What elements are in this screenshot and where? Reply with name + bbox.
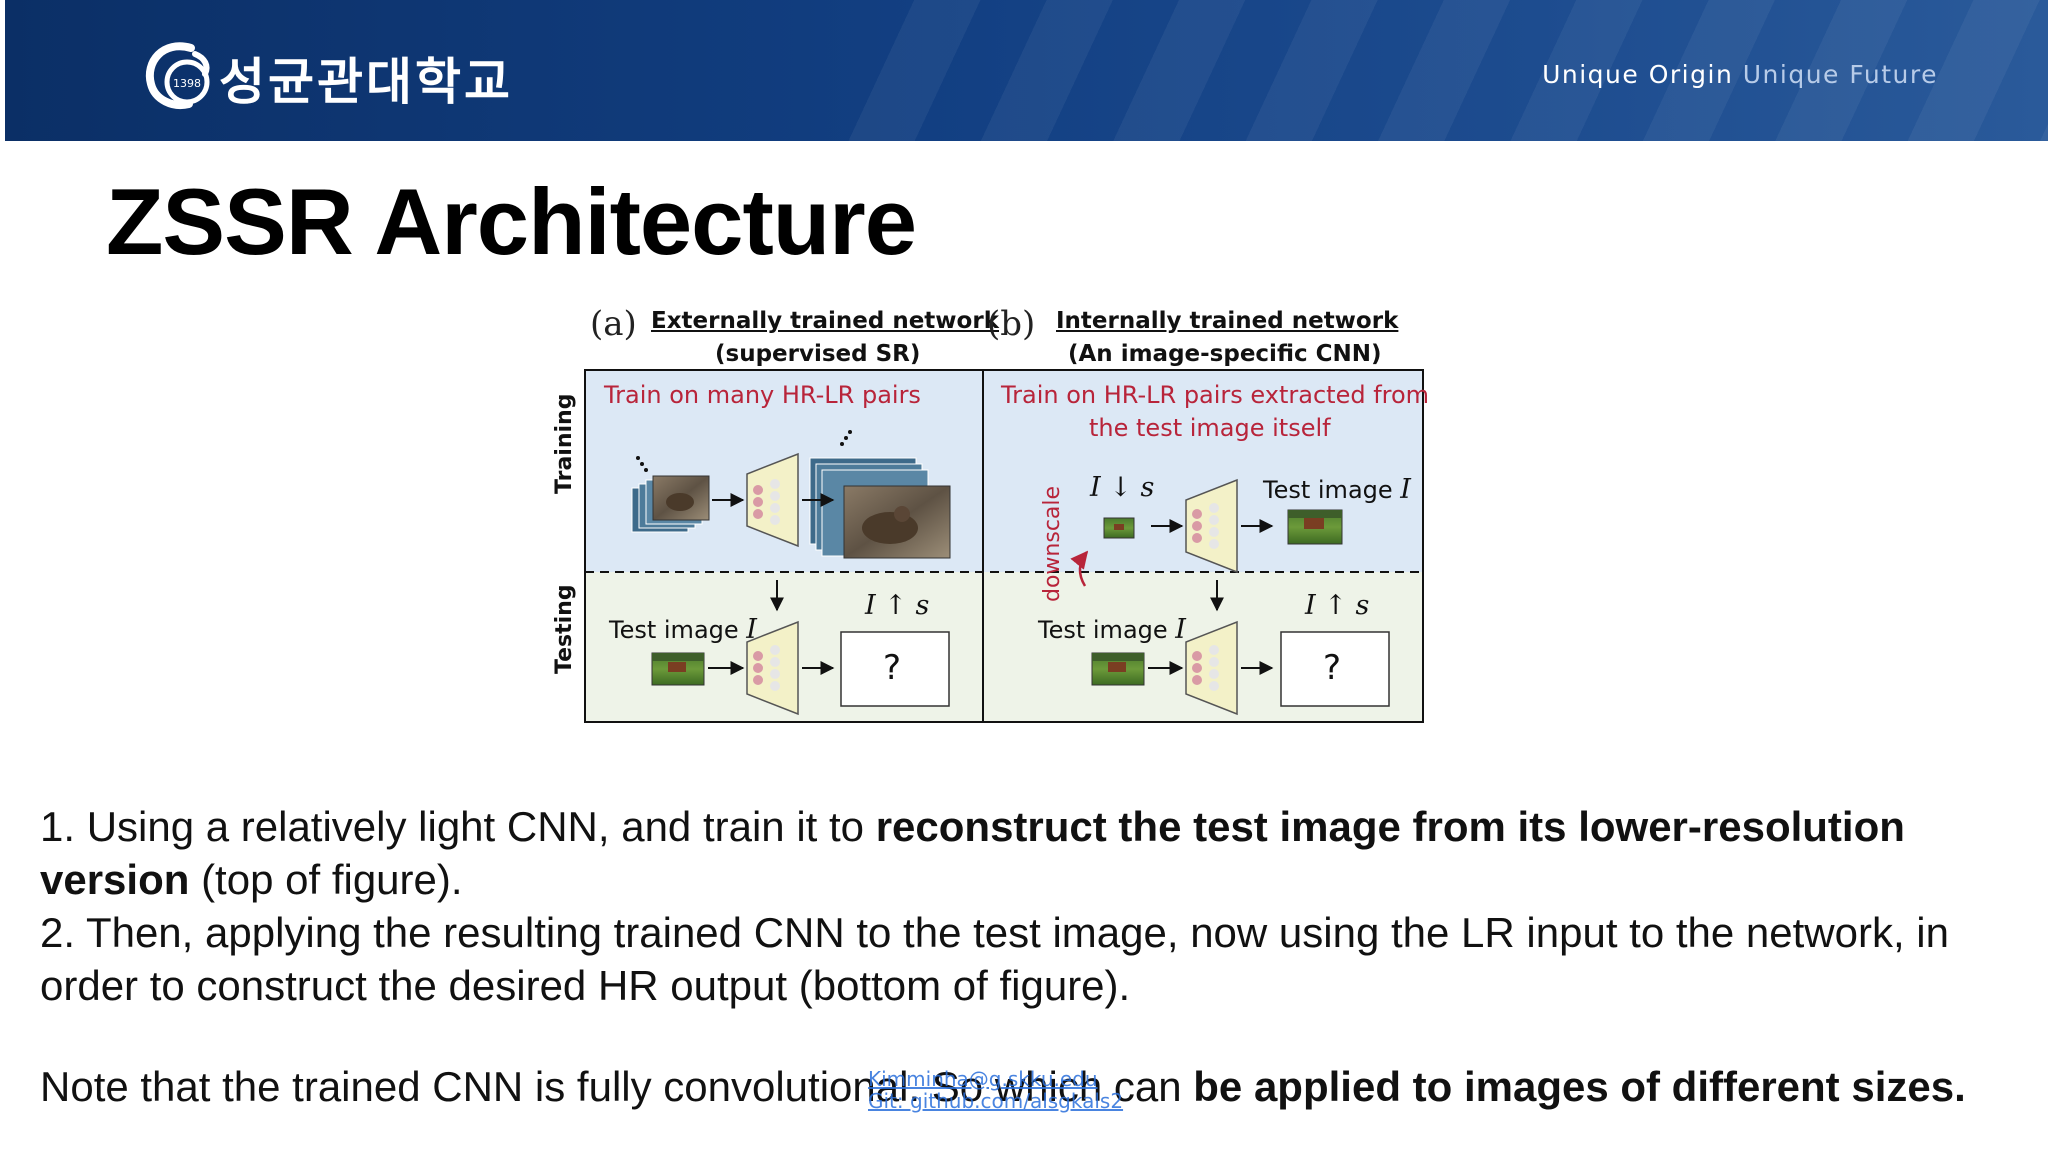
testing-row-label: Testing — [552, 584, 577, 674]
lr-image-stack — [631, 456, 710, 533]
note: Note that the trained CNN is fully convo… — [40, 1060, 2030, 1113]
network-a-test — [746, 620, 799, 716]
panel-b-output-placeholder: ? — [1323, 648, 1342, 688]
panel-a-train-caption: Train on many HR-LR pairs — [604, 381, 921, 409]
panel-b-train-test-var: I — [1400, 474, 1411, 505]
panel-b-subtitle: (An image-specific CNN) — [1068, 341, 1382, 367]
test-image-b-train — [1287, 509, 1343, 545]
panel-b-letter: (b) — [987, 304, 1036, 344]
panel-a-subtitle: (supervised SR) — [715, 341, 921, 367]
contact-git-link[interactable]: Git: github.com/alsgkals2 — [868, 1089, 1124, 1113]
panel-b-lr-label: I ↓ s — [1090, 472, 1155, 503]
point-2: 2. Then, applying the resulting trained … — [40, 909, 1949, 1009]
test-image-a — [651, 652, 705, 686]
panel-b-test-text: Test image — [1038, 616, 1168, 644]
test-image-b — [1091, 652, 1145, 686]
downscale-arrow — [1070, 550, 1089, 587]
output-box-a — [840, 631, 950, 707]
panel-b-test-var: I — [1175, 614, 1186, 645]
panel-b-output-label: I ↑ s — [1305, 590, 1370, 621]
panel-b-train-test-label: Test image I — [1263, 474, 1411, 505]
panel-b-title: Internally trained network — [1056, 308, 1399, 334]
training-row-bg — [585, 370, 1423, 572]
point-1-end: (top of figure). — [189, 856, 463, 903]
university-seal-icon: 1398 — [145, 42, 210, 109]
point-1: 1. Using a relatively light CNN, and tra… — [40, 800, 2030, 906]
slogan: Unique Origin Unique Future — [1542, 60, 1938, 89]
panel-a-test-var: I — [746, 614, 757, 645]
slogan-part1: Unique Origin — [1542, 60, 1734, 89]
note-text: Note that the trained CNN is fully convo… — [40, 1063, 1194, 1110]
lr-image-b — [1103, 517, 1135, 539]
training-row-label: Training — [552, 393, 577, 494]
panel-a-letter: (a) — [590, 304, 637, 344]
point-1-text: 1. Using a relatively light CNN, and tra… — [40, 803, 876, 850]
contact-email-link[interactable]: Kimminha@g.skku.edu — [868, 1067, 1098, 1091]
panel-a-output-placeholder: ? — [883, 648, 902, 688]
seal-year: 1398 — [173, 77, 201, 90]
university-name: 성균관대학교 — [219, 53, 513, 111]
network-b-test — [1185, 620, 1238, 716]
figure-graphics — [584, 369, 1424, 723]
network-a-train — [746, 452, 799, 548]
contact-overlay: Kimminha@g.skku.edu Git: github.com/alsg… — [868, 1068, 1123, 1112]
slide-title: ZSSR Architecture — [106, 169, 917, 274]
panel-a-output-label: I ↑ s — [865, 590, 930, 621]
panel-a-test-label: Test image I — [609, 614, 757, 645]
header-banner: 1398 성균관대학교 Unique Origin Unique Future — [5, 0, 2048, 141]
panel-b-train-caption-1: Train on HR-LR pairs extracted from — [1001, 381, 1430, 409]
point-1-bold: reconstruct the test image from its lowe… — [40, 803, 1905, 903]
panel-a-title: Externally trained network — [651, 308, 999, 334]
panel-b-train-caption-2: the test image itself — [1089, 414, 1331, 442]
panel-b-test-label: Test image I — [1038, 614, 1186, 645]
zssr-figure: (a) Externally trained network (supervis… — [540, 296, 1440, 732]
header-decoration — [848, 0, 2048, 141]
downscale-label: downscale — [1040, 485, 1065, 602]
output-box-b — [1280, 631, 1390, 707]
note-bold: be applied to images of different sizes. — [1193, 1063, 1966, 1110]
panel-a-test-text: Test image — [609, 616, 739, 644]
network-b-train — [1185, 478, 1238, 574]
slogan-part2: Unique Future — [1742, 60, 1938, 89]
panel-b-train-test-text: Test image — [1263, 476, 1393, 504]
figure-border — [584, 369, 1424, 723]
slide-body: 1. Using a relatively light CNN, and tra… — [40, 800, 2030, 1113]
